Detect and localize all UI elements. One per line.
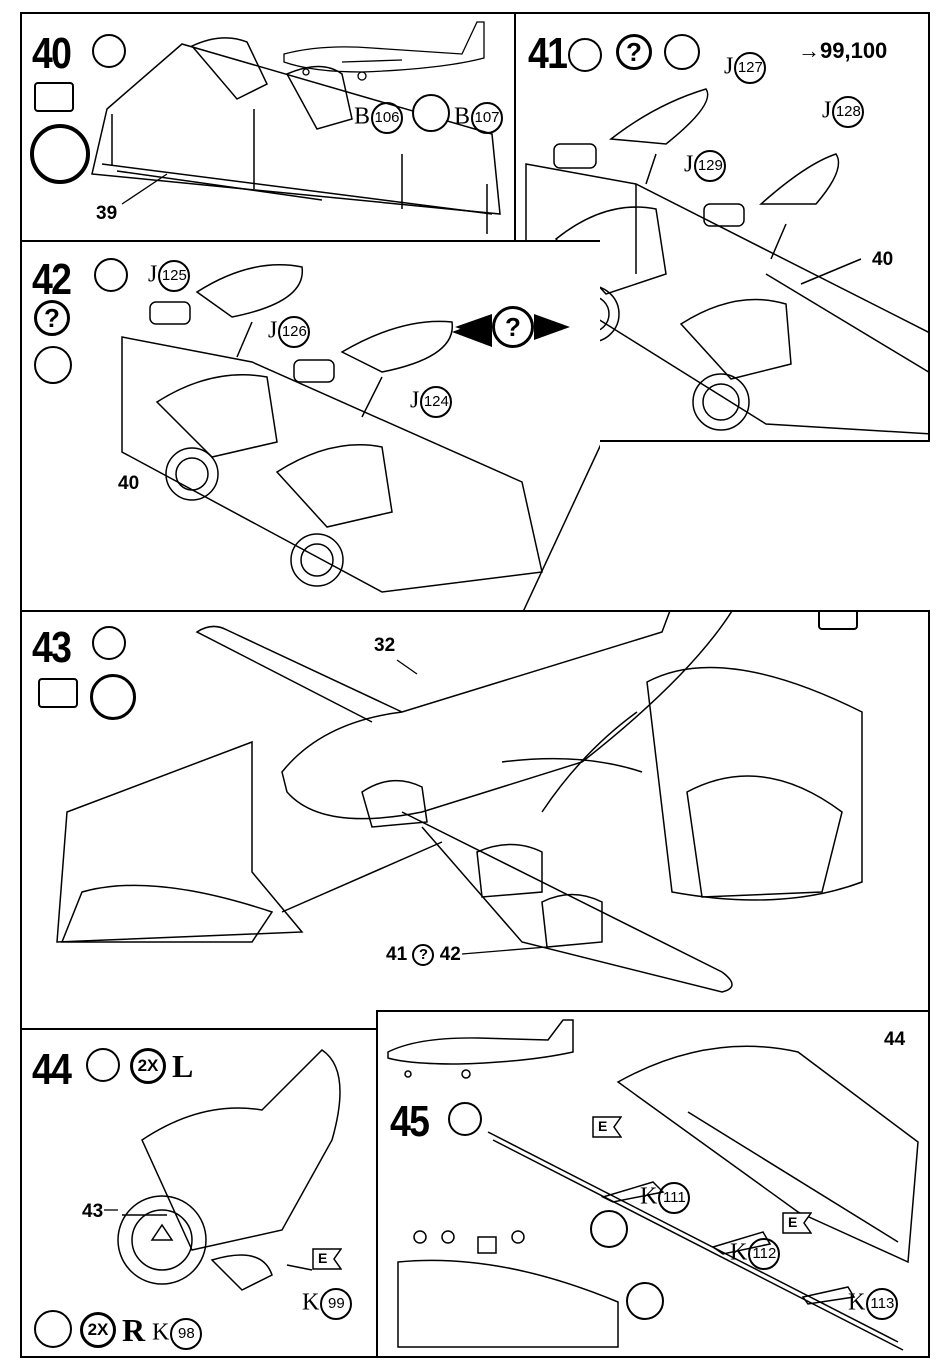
step-42-nacelle-drawing: [22, 242, 600, 612]
decal-flag-icon: E: [312, 1248, 342, 1270]
part-ref-40: 40: [872, 250, 893, 269]
question-icon: ?: [412, 944, 434, 966]
step-43-fuselage-drawing: [22, 612, 930, 1030]
decal-flag-icon: E: [592, 1116, 622, 1138]
multiplier-badge-2: 2X: [80, 1312, 116, 1348]
part-ref-39: 39: [96, 204, 117, 223]
part-ref-40: 40: [118, 474, 139, 493]
flip-arrow-icon: [412, 94, 450, 132]
step-43-panel: 43 32 41: [20, 610, 930, 1030]
part-ref-43: 43: [82, 1202, 103, 1221]
decal-flag-icon-2: E: [782, 1212, 812, 1234]
part-ref-41-42: 41 ? 42: [386, 944, 461, 966]
flip-arrow-icon: [34, 1310, 72, 1348]
part-ref-32: 32: [374, 636, 395, 655]
part-ref-44: 44: [884, 1030, 905, 1049]
choice-question-badge: ?: [492, 306, 534, 348]
side-label-right: R: [122, 1314, 145, 1346]
